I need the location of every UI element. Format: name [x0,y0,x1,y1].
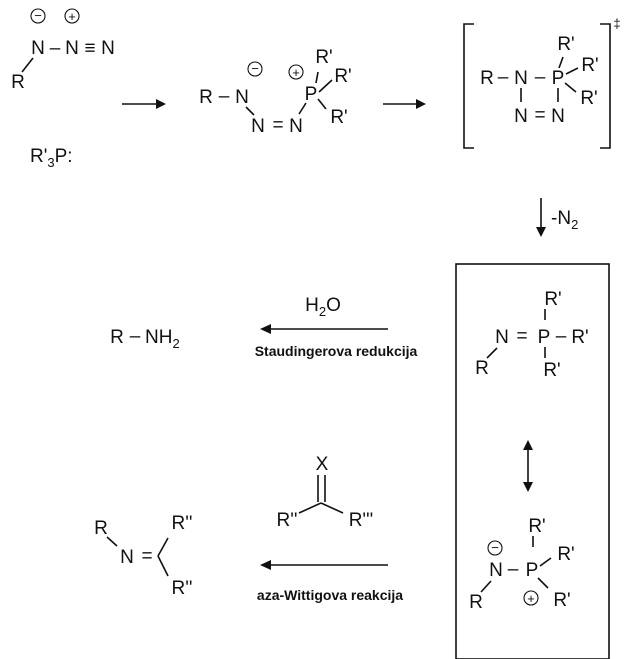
amine-nh2: NH2 [145,327,180,351]
ylene-r-prime-right: R' [571,327,588,348]
ylene-p-r-bond: – [556,326,567,347]
ylene-n-r-bond [486,347,498,359]
ylide-p: P [526,560,539,581]
phosphazide-p: P [305,84,318,105]
phosphazide-r-prime-right: R' [334,66,351,87]
ylide-n: N [489,560,503,581]
ylide-positive-charge-circle [523,590,539,606]
azide-n1: N [31,38,45,59]
azide-r: R [11,72,25,93]
ylene-r-prime-top: R' [544,289,561,310]
phosphazide-n2: N [251,116,265,137]
arrow-loss-n2: -N2 [536,198,578,237]
ts-r-prime-right: R' [581,55,598,76]
carbonyl-x: X [316,454,329,475]
right-bracket [600,23,611,149]
ylene-n-p-double-bond: = [516,326,527,347]
ts-r-n-bond: – [498,67,509,88]
imine-r-n-bond [106,536,118,547]
phosphazide-r-n-bond: – [219,86,230,107]
ylene-p: P [538,327,551,348]
amine-r-n-bond: – [130,326,141,347]
phosphazide-positive-charge-circle [288,64,304,80]
ylide-negative-charge-circle [487,540,503,556]
ts-n-p-bond: – [535,67,546,88]
ts-r-prime-bottom: R' [580,88,597,109]
imine-r: R [94,518,108,539]
ts-n3: N [551,106,565,127]
staudinger-arrowhead [260,324,271,334]
ts-n1: N [514,68,528,89]
carbonyl-r-double-prime: R'' [277,510,298,531]
phosphazide-n3: N [289,116,303,137]
imine-c-n-double-bond: = [141,546,152,567]
ts-n-n-double-bond: = [534,105,545,126]
transition-state-dagger: ‡ [613,16,620,31]
ts-r-prime-top: R' [557,34,574,55]
phosphazide-r: R [199,87,213,108]
ylide-r: R [469,592,483,613]
iminophosphorane-ylide: − R' N – P R' R' + R [469,516,575,613]
phosphazide-negative-charge-circle [247,61,263,77]
ylide-r-prime-right: R' [557,544,574,565]
azide-n1-n2-bond: – [50,38,61,59]
phosphazide-positive-charge: + [292,65,300,80]
azide-negative-charge: − [34,8,42,23]
azide-r-n-bond [21,57,34,73]
phosphine-formula: R'3P: [30,146,73,170]
azide-triple-bond: ≡ [84,38,95,59]
resonance-arrow [523,440,533,492]
iminophosphorane-ylene: R' N = P – R' R' R [475,289,589,381]
carbonyl-r-triple-prime: R''' [349,510,374,531]
staudinger-label: Staudingerova redukcija [255,343,418,359]
iminophosphorane-box [455,263,610,659]
azide-molecule: − + N – N ≡ N R [11,8,115,93]
ylide-n-r-bond [480,580,492,593]
phosphazide-r-prime-bottom: R' [330,107,347,128]
transition-state: ‡ R – N – P N = N R' R' R' [463,16,621,149]
amine-r: R [110,327,124,348]
azide-negative-charge-circle [30,8,46,24]
ylide-positive-charge: + [527,591,535,606]
staudinger-reduction-step: H2O Staudingerova redukcija [255,295,418,359]
imine-n: N [120,547,134,568]
ts-r: R [480,68,494,89]
phosphazide-n1-n2-bond [245,106,255,116]
ylide-n-p-bond: – [508,559,519,580]
phosphine-reagent: R'3P: [30,146,73,170]
azide-n3: N [101,38,115,59]
imine-product: R N = R'' R'' [94,513,192,599]
azide-positive-charge-circle [64,8,80,24]
ylide-negative-charge: − [491,540,499,555]
ylide-r-prime-bottom: R' [553,590,570,611]
ylene-r: R [475,358,489,379]
aza-wittig-step: aza-Wittigova reakcija [257,560,403,603]
ts-p: P [552,68,565,89]
arrow-step-2 [383,99,426,109]
ts-n2: N [514,106,528,127]
phosphazide-n1: N [235,87,249,108]
phosphazide-molecule: R – N − N = N P + R' R' R' [199,47,352,137]
ylene-r-prime-bottom: R' [543,360,560,381]
imine-r-double-prime-bottom: R'' [172,578,193,599]
phosphazide-n-p-bond [298,102,307,115]
left-bracket [463,23,474,149]
phosphazide-n-n-double-bond: = [272,115,283,136]
phosphazide-r-prime-top: R' [315,47,332,68]
amine-product: R – NH2 [110,326,180,351]
aza-wittig-label: aza-Wittigova reakcija [257,587,403,603]
azide-positive-charge: + [68,9,76,24]
arrow-step-1 [122,99,166,109]
loss-of-nitrogen-label: -N2 [551,208,578,232]
ylene-n: N [495,327,509,348]
imine-r-double-prime-top: R'' [172,513,193,534]
aza-wittig-arrowhead [260,560,271,570]
carbonyl-reagent: X R'' R''' [277,454,374,531]
azide-n2: N [65,38,79,59]
ylide-r-prime-top: R' [528,516,545,537]
phosphazide-negative-charge: − [251,61,259,76]
water-reagent: H2O [305,295,341,319]
